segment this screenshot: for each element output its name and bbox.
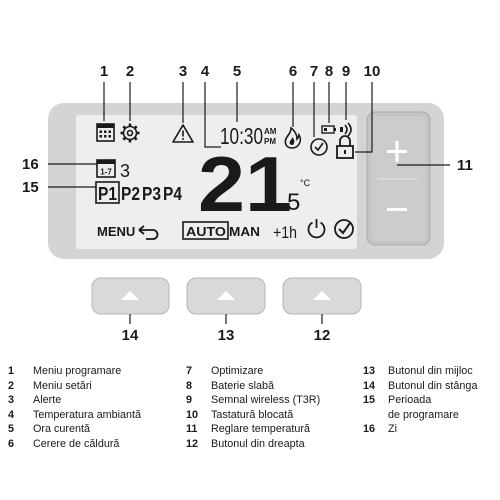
callout-16: 16	[22, 156, 39, 173]
callout-14: 14	[122, 327, 139, 344]
pm-label: PM	[264, 137, 276, 146]
arrow-up-icon	[121, 291, 139, 300]
arrow-up-icon	[313, 291, 331, 300]
temperature-main: 21	[198, 140, 292, 228]
lock-icon	[336, 135, 354, 159]
right-button[interactable]	[282, 277, 362, 315]
gear-icon	[120, 123, 140, 143]
callout-13: 13	[218, 327, 235, 344]
program-p1: P1	[98, 184, 117, 204]
flame-icon	[284, 126, 302, 149]
alert-icon	[172, 124, 194, 143]
man-label: MAN	[229, 224, 260, 239]
svg-text:1-7: 1-7	[100, 168, 112, 177]
lcd-screen	[76, 115, 357, 249]
plus-icon[interactable]	[387, 141, 407, 162]
callout-8: 8	[325, 63, 333, 80]
power-icon	[307, 219, 326, 239]
callout-12: 12	[314, 327, 331, 344]
clock-time: 10:30	[220, 123, 263, 149]
optimization-icon	[310, 138, 328, 156]
wireless-signal-icon	[340, 122, 352, 137]
callout-7: 7	[310, 63, 318, 80]
temperature-unit: °C	[300, 178, 311, 188]
callout-1: 1	[100, 63, 108, 80]
program-p4: P4	[163, 184, 182, 204]
boost-label: +1h	[273, 223, 297, 242]
callout-5: 5	[233, 63, 241, 80]
callout-4: 4	[201, 63, 210, 80]
auto-mode-frame	[182, 221, 229, 240]
program-selected-frame	[95, 181, 120, 204]
calendar-icon	[96, 123, 115, 142]
thermostat-diagram: 10:30 AM PM 1-7 3 P1 P2 P3 P4 21 5 °C ME…	[22, 63, 473, 344]
callout-6: 6	[289, 63, 297, 80]
back-arrow-icon	[138, 225, 159, 240]
auto-label: AUTO	[186, 224, 226, 239]
day-icon: 1-7	[96, 159, 116, 178]
callout-9: 9	[342, 63, 350, 80]
callout-10: 10	[364, 63, 381, 80]
am-label: AM	[264, 127, 277, 136]
callout-lines	[48, 82, 450, 324]
minus-icon[interactable]	[387, 208, 407, 211]
callout-2: 2	[126, 63, 134, 80]
day-number: 3	[120, 161, 130, 181]
callout-11: 11	[457, 157, 473, 174]
program-p2: P2	[121, 184, 140, 204]
decimal-point	[282, 205, 286, 209]
callout-3: 3	[179, 63, 187, 80]
middle-button[interactable]	[186, 277, 266, 315]
callout-15: 15	[22, 179, 39, 196]
temperature-decimal: 5	[287, 189, 300, 216]
confirm-icon	[334, 219, 354, 239]
left-button[interactable]	[91, 277, 170, 315]
menu-label: MENU	[97, 224, 135, 239]
arrow-up-icon	[217, 291, 235, 300]
program-p3: P3	[142, 184, 161, 204]
battery-icon	[321, 125, 336, 134]
